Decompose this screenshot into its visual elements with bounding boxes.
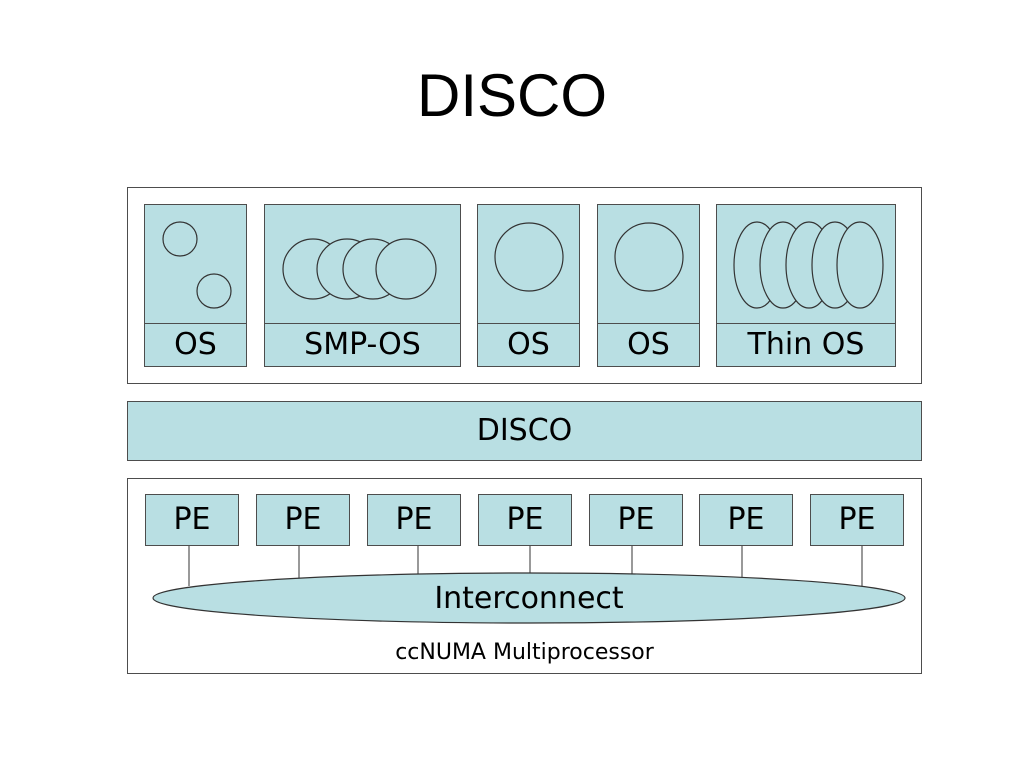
vm-thin-os: Thin OS bbox=[716, 204, 896, 367]
disco-monitor-layer: DISCO bbox=[127, 401, 922, 461]
processing-element-1: PE bbox=[145, 494, 239, 546]
vm-os-2: OS bbox=[477, 204, 580, 367]
processing-element-6: PE bbox=[699, 494, 793, 546]
machine-label: ccNUMA Multiprocessor bbox=[395, 640, 654, 665]
processing-element-4: PE bbox=[478, 494, 572, 546]
vm-os-1-label: OS bbox=[144, 323, 247, 367]
processing-element-7: PE bbox=[810, 494, 904, 546]
vm-thin-os-label: Thin OS bbox=[716, 323, 896, 367]
overlapping-ellipses-icon bbox=[733, 221, 884, 309]
vm-smp-os-label: SMP-OS bbox=[264, 323, 461, 367]
vm-os-3-label: OS bbox=[597, 323, 700, 367]
processing-element-2: PE bbox=[256, 494, 350, 546]
interconnect-label: Interconnect bbox=[434, 581, 624, 616]
vm-os-2-label: OS bbox=[477, 323, 580, 367]
process-circle-icon bbox=[614, 222, 684, 292]
process-circles-icon bbox=[162, 221, 232, 309]
slide-title: DISCO bbox=[416, 62, 608, 129]
interconnect-ellipse bbox=[152, 572, 906, 624]
overlapping-circles-icon bbox=[282, 238, 437, 300]
vm-smp-os: SMP-OS bbox=[264, 204, 461, 367]
processing-element-5: PE bbox=[589, 494, 683, 546]
process-circle-icon bbox=[494, 222, 564, 292]
vm-os-3: OS bbox=[597, 204, 700, 367]
processing-element-3: PE bbox=[367, 494, 461, 546]
vm-os-1: OS bbox=[144, 204, 247, 367]
